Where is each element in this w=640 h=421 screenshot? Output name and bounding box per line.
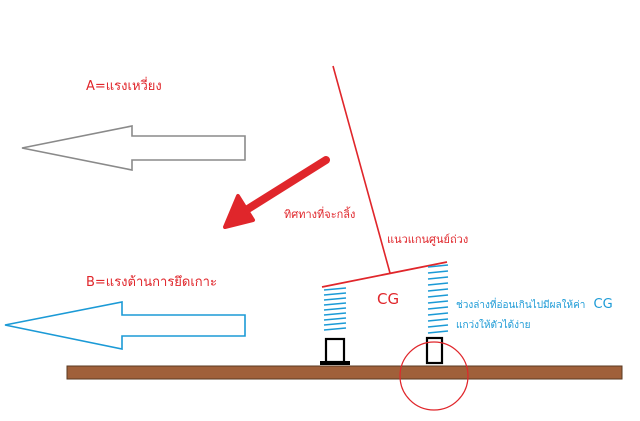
- left-wheel-base: [320, 361, 350, 365]
- suspension-note-text: ช่วงล่างที่อ่อนเกินไปมีผลให้ค่า: [456, 297, 585, 311]
- highlight-circle: [399, 341, 469, 411]
- force-a-label: A=แรงเหวี่ยง: [86, 77, 162, 94]
- cg-label: CG: [377, 290, 399, 308]
- center-of-gravity-axis-line: [332, 65, 391, 274]
- left-wheel-block: [324, 337, 346, 364]
- tip-direction-arrow-shaft: [239, 156, 330, 216]
- ground-surface: [66, 365, 623, 380]
- right-spring: [427, 264, 449, 334]
- suspension-note-line-2: แกว่งให้ตัวได้ง่าย: [456, 319, 530, 331]
- center-axis-label: แนวแกนศูนย์ถ่วง: [387, 233, 468, 246]
- suspension-note-line-1: ช่วงล่างที่อ่อนเกินไปมีผลให้ค่า CG: [456, 293, 613, 312]
- tip-direction-arrow-head: [223, 194, 255, 229]
- force-b-label: B=แรงต้านการยึดเกาะ: [86, 275, 217, 290]
- left-spring: [323, 287, 347, 331]
- tip-direction-label: ทิศทางที่จะกลิ้ง: [284, 206, 355, 221]
- vehicle-body-line: [321, 261, 448, 288]
- force-a-arrow: [21, 125, 246, 171]
- force-b-arrow: [4, 301, 246, 350]
- right-wheel-block: [425, 336, 444, 365]
- suspension-note-cg: CG: [594, 297, 613, 312]
